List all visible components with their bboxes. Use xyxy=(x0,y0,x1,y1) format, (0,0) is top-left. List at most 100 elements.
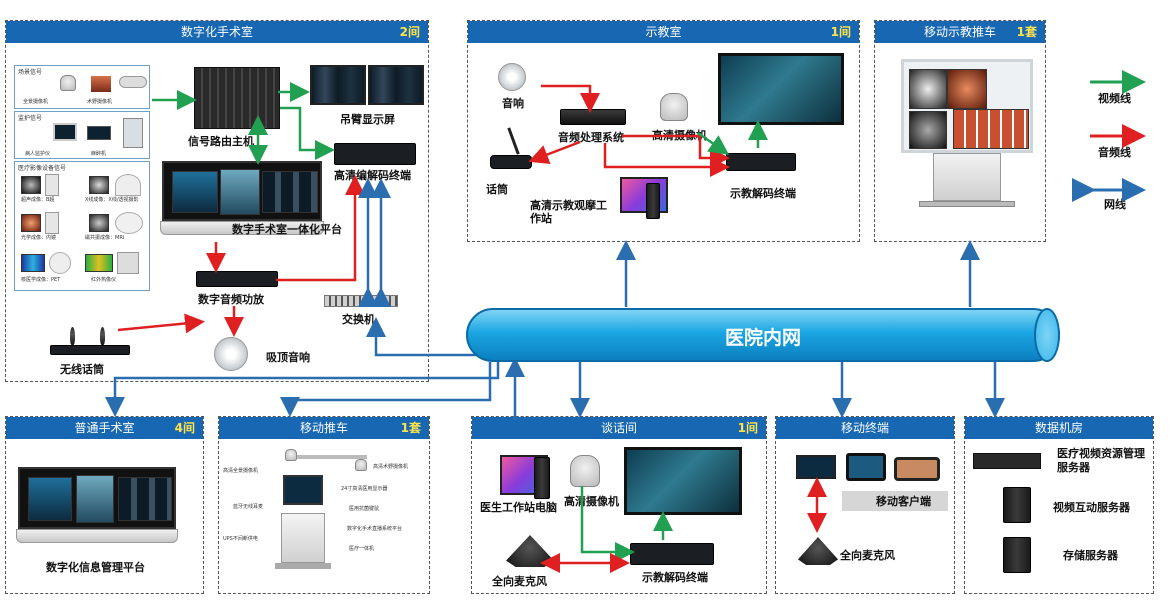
server-label: 医疗视频资源管理服务器 xyxy=(1057,447,1145,474)
callout-label: 医疗一体机 xyxy=(349,546,375,552)
item-label: X线成像：X线/透视摄影 xyxy=(85,197,139,203)
endoscope-device xyxy=(45,212,59,234)
xray-device xyxy=(115,174,141,196)
endoscope-image xyxy=(21,214,41,232)
panel-mobile-terminal: 移动终端 移动客户端 全向麦克风 xyxy=(775,416,955,594)
audio-proc-label: 音频处理系统 xyxy=(558,131,624,144)
trolley-camera-2 xyxy=(355,459,367,471)
panel-digital-or: 数字化手术室 2间 场景信号 全景摄像机 术野摄像机 监护信号 病人监护仪 麻醉… xyxy=(5,20,429,382)
platform-label: 数字手术室一体化平台 xyxy=(232,223,342,236)
panel-mobile-trolley: 移动推车 1套 高清全景摄像机 高清术野摄像机 24寸高清医用显示器 蓝牙无线耳… xyxy=(218,416,430,594)
talk-room-decoder xyxy=(630,543,714,565)
mobile-conference-mic xyxy=(798,537,838,565)
panel-classroom: 示教室 1间 音响 音频处理系统 话筒 高清摄像机 示教解码终端 高清示教观摩工… xyxy=(467,20,860,242)
normal-or-base xyxy=(16,529,178,543)
group-scene-signal: 场景信号 全景摄像机 术野摄像机 xyxy=(14,65,150,109)
pet-device xyxy=(49,252,71,274)
thermal-image xyxy=(85,254,113,272)
panel-mobile-teaching-cart: 移动示教推车 1套 xyxy=(874,20,1046,242)
callout-label: 蓝牙无线耳麦 xyxy=(233,504,264,510)
panel-count: 4间 xyxy=(174,421,195,435)
group-title: 场景信号 xyxy=(18,69,43,76)
panel-count: 1套 xyxy=(1016,25,1037,39)
doctor-pc-tower xyxy=(534,457,550,499)
thermal-device xyxy=(117,252,139,274)
hospital-intranet-pipe: 医院内网 xyxy=(466,308,1060,362)
item-label: 核医学成像：PET xyxy=(21,277,61,283)
callout-label: 高清全景摄像机 xyxy=(223,468,259,474)
xray-image xyxy=(89,176,109,194)
legend-video-label: 视频线 xyxy=(1098,92,1131,105)
cart-ultrasound xyxy=(909,111,947,149)
panel-title: 普通手术室 xyxy=(6,417,203,439)
callout-label: 数字化手术直播系统平台 xyxy=(347,526,403,532)
classroom-display xyxy=(718,53,844,125)
item-label: 病人监护仪 xyxy=(25,151,51,157)
anesthesia-machine-screen xyxy=(87,126,111,140)
cart-surgery xyxy=(947,69,987,109)
panel-count: 2间 xyxy=(399,25,420,39)
classroom-speaker xyxy=(498,63,526,91)
trolley-body xyxy=(281,513,325,563)
trolley-arm xyxy=(289,455,367,459)
mri-device xyxy=(115,212,143,234)
trolley-base xyxy=(275,563,331,569)
digital-audio-amp xyxy=(196,271,278,287)
mic-label: 全向麦克风 xyxy=(840,549,895,562)
ultrasound-device xyxy=(45,174,59,196)
panel-count: 1套 xyxy=(400,421,421,435)
wireless-mic-label: 无线话筒 xyxy=(60,363,104,376)
pipe-end xyxy=(1034,308,1060,362)
item-label: 磁共振成像：MRI xyxy=(85,235,125,241)
anesthesia-machine xyxy=(123,118,143,148)
panel-title: 数据机房 xyxy=(965,417,1153,439)
pc-label: 医生工作站电脑 xyxy=(480,501,557,514)
group-title: 医疗影像设备信号 xyxy=(18,165,67,172)
ceiling-speaker xyxy=(214,337,248,371)
rack-server xyxy=(973,453,1041,469)
platform-scan-1 xyxy=(172,171,218,213)
cart-base xyxy=(919,201,1015,207)
conference-mic xyxy=(506,535,554,567)
legend-audio-label: 音频线 xyxy=(1098,146,1131,159)
ceiling-speaker-label: 吸顶音响 xyxy=(266,351,310,364)
panoramic-camera xyxy=(60,75,76,91)
patient-monitor xyxy=(53,123,77,141)
panel-count: 1间 xyxy=(737,421,758,435)
panel-title: 示教室 xyxy=(468,21,859,43)
amp-label: 数字音频功放 xyxy=(198,293,264,306)
callout-label: 高清术野摄像机 xyxy=(373,464,409,470)
cart-grid xyxy=(953,109,1029,149)
hd-codec-terminal xyxy=(334,143,416,165)
group-title: 监护信号 xyxy=(18,115,43,122)
legend-net-label: 网线 xyxy=(1104,198,1126,211)
network-switch xyxy=(324,295,398,307)
camera-label: 高清摄像机 xyxy=(564,495,619,508)
panel-title: 移动示教推车 xyxy=(875,21,1045,43)
panel-title: 数字化手术室 xyxy=(6,21,428,43)
callout-label: 24寸高清医用显示器 xyxy=(341,486,388,492)
audio-processor xyxy=(560,109,626,125)
ceiling-screen-right xyxy=(368,65,424,105)
server-label: 存储服务器 xyxy=(1063,549,1118,562)
item-label: 麻醉机 xyxy=(91,151,107,157)
pet-image xyxy=(21,254,45,272)
field-camera xyxy=(91,76,111,92)
callout-label: 医用抗菌键鼠 xyxy=(349,506,380,512)
mobile-client-bar xyxy=(842,491,948,511)
item-label: 红外热像仪 xyxy=(91,277,117,283)
talk-room-camera xyxy=(570,455,600,487)
mic-label: 全向麦克风 xyxy=(492,575,547,588)
wireless-mic-handheld xyxy=(70,327,75,345)
ceiling-screen-left xyxy=(310,65,366,105)
storage-server xyxy=(1003,537,1031,573)
item-label: 光学成像：内镜 xyxy=(21,235,57,241)
platform-scan-2 xyxy=(220,169,260,215)
ultrasound-image xyxy=(21,176,41,194)
workstation-label: 高清示教观摩工作站 xyxy=(530,199,607,225)
mri-image xyxy=(89,214,109,232)
normal-or-scan-1 xyxy=(28,477,72,521)
gooseneck-mic xyxy=(507,127,520,155)
item-label: 超声成像：B超 xyxy=(21,197,55,203)
panel-normal-or: 普通手术室 4间 数字化信息管理平台 xyxy=(5,416,204,594)
